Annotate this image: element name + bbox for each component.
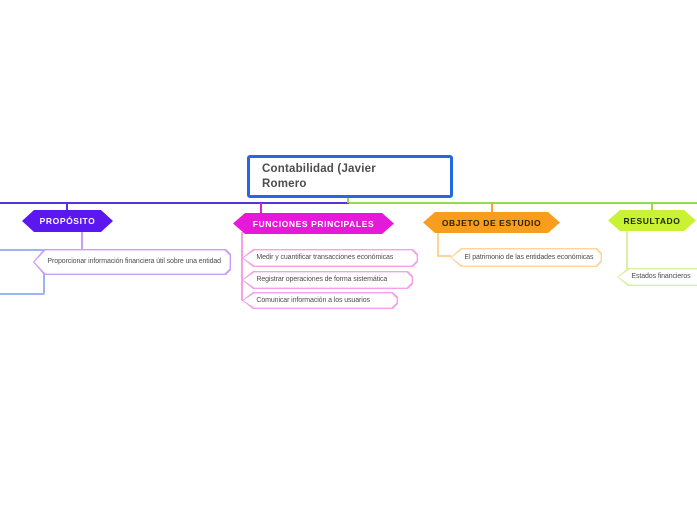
connector-objeto-elbow <box>437 255 451 257</box>
connector-rail-left <box>0 202 349 204</box>
child-node-text: Proporcionar información financiera útil… <box>47 258 221 266</box>
connector-rail-right <box>349 202 697 204</box>
connector-drop-proposito <box>66 203 68 211</box>
child-node-text: Medir y cuantificar transacciones económ… <box>256 254 394 262</box>
connector-funciones-trunk <box>241 232 243 301</box>
branch-objeto-de-estudio[interactable]: OBJETO DE ESTUDIO <box>423 212 560 233</box>
connector-root-stub <box>347 197 349 203</box>
connector-proposito-child <box>81 231 83 250</box>
child-node-body: Comunicar información a los usuarios <box>243 293 396 307</box>
branch-resultado-label: RESULTADO <box>623 215 681 226</box>
child-node-funciones-1[interactable]: Medir y cuantificar transacciones económ… <box>242 249 418 267</box>
child-node-body: El patrimonio de las entidades económica… <box>451 249 600 265</box>
connector-drop-resultado <box>651 203 653 211</box>
child-node-text: Registrar operaciones de forma sistemáti… <box>256 276 388 284</box>
connector-drop-objeto <box>491 203 493 213</box>
connector-resultado-trunk <box>626 230 628 269</box>
branch-objeto-label: OBJETO DE ESTUDIO <box>441 217 542 228</box>
child-node-funciones-2[interactable]: Registrar operaciones de forma sistemáti… <box>242 271 413 289</box>
child-node-body: Registrar operaciones de forma sistemáti… <box>243 272 411 287</box>
connector-drop-funciones <box>260 203 262 214</box>
branch-funciones-label: FUNCIONES PRINCIPALES <box>252 218 375 229</box>
child-node-text: Estados financieros <box>631 273 691 281</box>
branch-resultado[interactable]: RESULTADO <box>608 210 696 231</box>
child-node-text: El patrimonio de las entidades económica… <box>464 253 594 261</box>
child-node-body: Medir y cuantificar transacciones económ… <box>243 250 416 265</box>
child-node-objeto-1[interactable]: El patrimonio de las entidades económica… <box>450 248 602 267</box>
connector-objeto-trunk <box>437 231 439 257</box>
branch-proposito-label: PROPÓSITO <box>39 216 96 226</box>
child-node-body: Estados financieros <box>618 269 697 284</box>
root-topic-title: Contabilidad (Javier Romero <box>262 162 376 190</box>
child-node-text: Comunicar información a los usuarios <box>256 296 370 304</box>
child-node-resultado-1[interactable]: Estados financieros <box>617 268 697 286</box>
child-node-proposito-1[interactable]: Proporcionar información financiera útil… <box>33 249 231 275</box>
root-topic[interactable]: Contabilidad (Javier Romero <box>247 155 453 198</box>
branch-funciones-principales[interactable]: FUNCIONES PRINCIPALES <box>233 213 394 234</box>
child-node-funciones-3[interactable]: Comunicar información a los usuarios <box>242 292 398 309</box>
child-node-body: Proporcionar información financiera útil… <box>34 250 229 273</box>
branch-proposito[interactable]: PROPÓSITO <box>22 210 113 232</box>
